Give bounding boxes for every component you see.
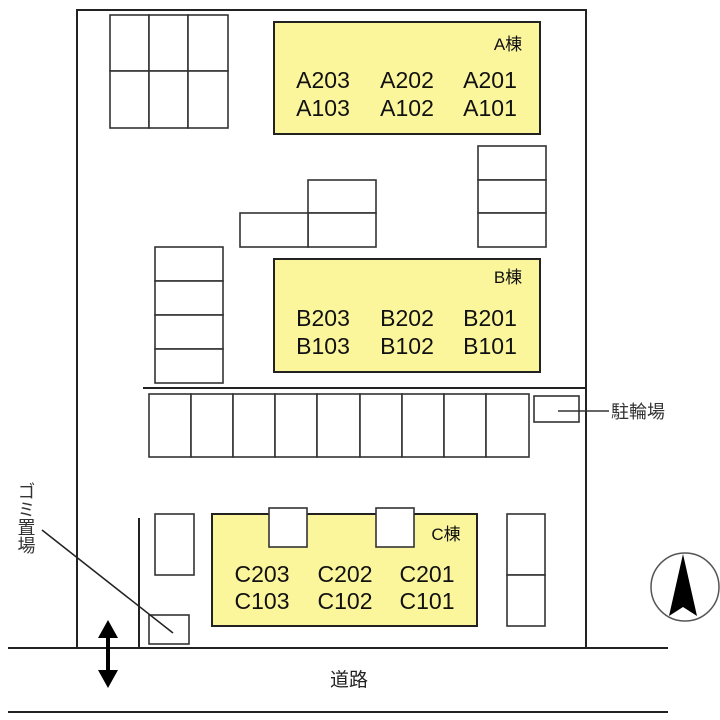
unit-label: B101 xyxy=(463,333,517,359)
unit-label: C203 xyxy=(235,561,290,587)
unit-label: C103 xyxy=(235,588,290,614)
building-name: B棟 xyxy=(494,268,522,287)
unit-label: C201 xyxy=(400,561,455,587)
unit-label: B203 xyxy=(296,305,350,331)
parking-top-left xyxy=(109,14,229,129)
unit-label: A103 xyxy=(296,95,350,121)
parking-space xyxy=(154,513,195,576)
north-arrow-icon xyxy=(650,552,720,622)
parking-right-c xyxy=(506,513,546,627)
building-b: B棟 B203 B202 B201 B103 B102 B101 xyxy=(273,258,541,373)
unit-label: B202 xyxy=(380,305,434,331)
unit-label: B102 xyxy=(380,333,434,359)
unit-label: C101 xyxy=(400,588,455,614)
double-arrow-icon xyxy=(98,620,118,688)
road-label: 道路 xyxy=(330,669,368,691)
bicycle-parking-area xyxy=(533,395,580,423)
building-name: A棟 xyxy=(494,35,522,54)
parking-row xyxy=(148,393,530,458)
bicycle-parking-label: 駐輪場 xyxy=(611,402,665,423)
building-c: C棟 C203 C202 C201 C103 C102 C101 xyxy=(211,507,478,627)
unit-label: A202 xyxy=(380,67,434,93)
garbage-area xyxy=(148,614,190,645)
unit-label: A201 xyxy=(463,67,517,93)
lot-boundary xyxy=(76,9,587,648)
unit-label: A101 xyxy=(463,95,517,121)
parking-middle xyxy=(239,179,377,248)
unit-label: C202 xyxy=(318,561,373,587)
building-name: C棟 xyxy=(431,525,460,544)
unit-label: B201 xyxy=(463,305,517,331)
parking-right-stack xyxy=(477,145,547,248)
unit-label: A102 xyxy=(380,95,434,121)
unit-label: C102 xyxy=(318,588,373,614)
unit-label: A203 xyxy=(296,67,350,93)
building-a: A棟 A203 A202 A201 A103 A102 A101 xyxy=(273,21,541,135)
garbage-label: ゴミ置場 xyxy=(15,482,36,555)
parking-left-stack xyxy=(154,246,224,384)
unit-label: B103 xyxy=(296,333,350,359)
leader-line xyxy=(41,529,174,634)
